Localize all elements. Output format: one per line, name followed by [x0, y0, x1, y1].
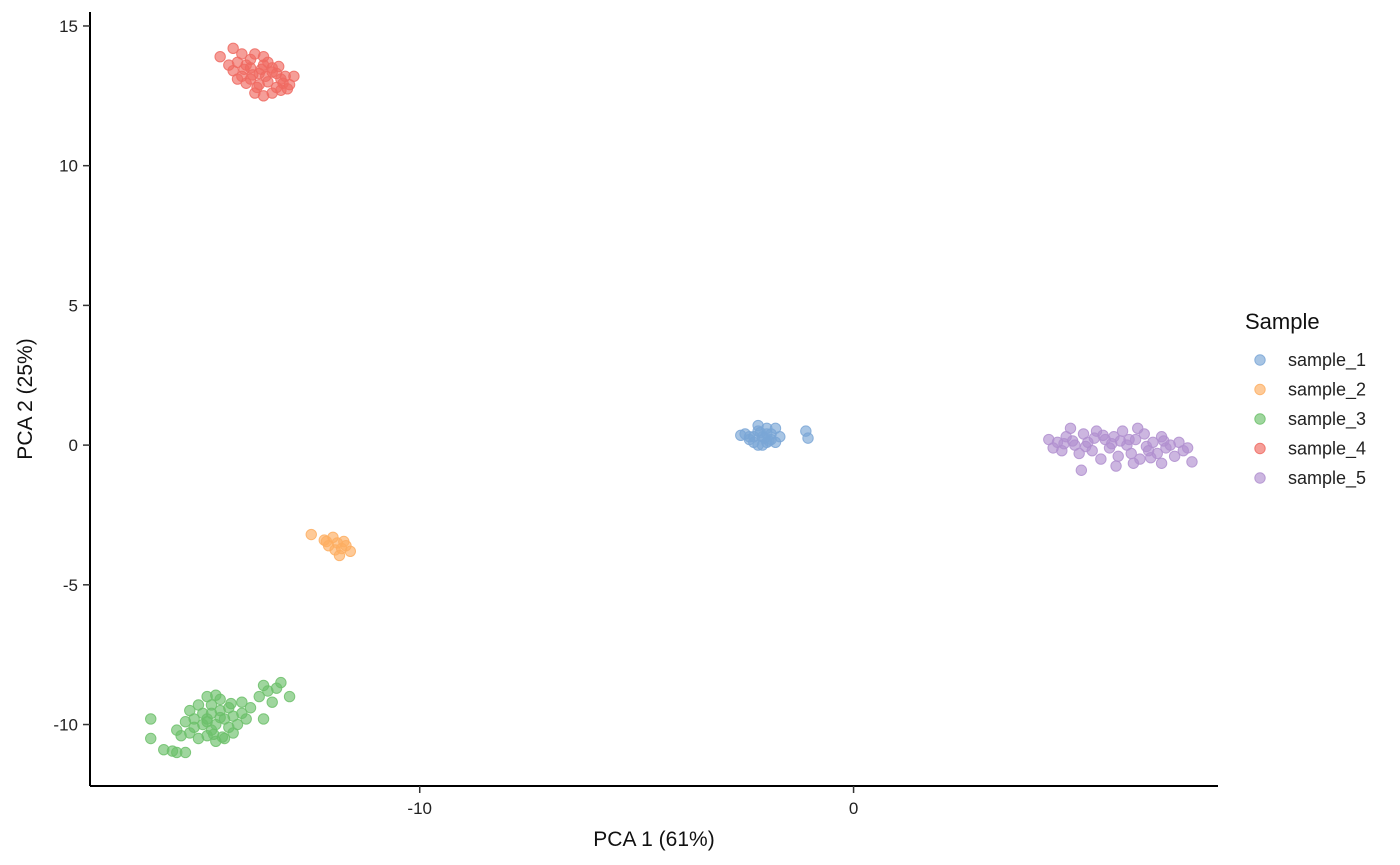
legend-key-sample_3 — [1254, 413, 1266, 425]
data-point-sample_3 — [145, 732, 157, 745]
data-point-sample_5 — [1097, 429, 1109, 442]
y-tick-label: 5 — [69, 296, 78, 315]
y-tick-label: -10 — [53, 716, 78, 735]
data-point-sample_1 — [752, 439, 764, 451]
legend-label-sample_3: sample_3 — [1288, 409, 1366, 430]
series-sample_5 — [1043, 422, 1198, 476]
x-tick-label: 0 — [849, 799, 858, 818]
data-point-sample_4 — [255, 63, 268, 75]
x-axis-title: PCA 1 (61%) — [593, 828, 714, 851]
data-point-sample_4 — [246, 69, 259, 81]
data-point-sample_3 — [179, 746, 192, 759]
data-point-sample_4 — [240, 77, 252, 89]
tick-marks-and-labels: -10 0 -10 -5 0 5 10 15 — [53, 17, 858, 818]
data-point-sample_5 — [1127, 457, 1140, 469]
data-point-sample_5 — [1110, 460, 1122, 472]
series-sample_2 — [305, 528, 357, 562]
data-point-sample_5 — [1186, 456, 1198, 468]
data-point-sample_3 — [283, 690, 296, 703]
y-tick-label: 0 — [69, 436, 78, 455]
data-point-sample_5 — [1158, 435, 1170, 447]
data-point-sample_1 — [735, 429, 747, 442]
data-point-sample_3 — [188, 713, 200, 725]
data-point-sample_2 — [338, 535, 350, 548]
data-point-sample_3 — [197, 718, 209, 731]
y-axis-title: PCA 2 (25%) — [14, 338, 37, 459]
data-point-sample_1 — [802, 432, 814, 444]
data-point-sample_3 — [225, 697, 237, 710]
data-point-sample_4 — [223, 59, 235, 71]
data-point-sample_5 — [1075, 464, 1088, 476]
data-point-sample_5 — [1095, 453, 1107, 465]
data-point-sample_3 — [253, 690, 265, 703]
data-point-sample_5 — [1079, 440, 1092, 453]
legend-key-sample_2 — [1254, 383, 1266, 396]
data-point-sample_5 — [1073, 447, 1085, 460]
data-point-sample_5 — [1112, 450, 1124, 462]
data-point-sample_2 — [329, 544, 341, 556]
data-point-sample_2 — [305, 528, 317, 541]
data-point-sample_5 — [1132, 422, 1144, 435]
data-point-sample_3 — [244, 702, 257, 714]
axes — [89, 12, 1218, 787]
data-point-sample_3 — [257, 713, 270, 725]
data-point-sample_4 — [281, 83, 294, 95]
legend-label-sample_4: sample_4 — [1288, 439, 1366, 460]
data-point-sample_3 — [192, 699, 205, 711]
legend-label-sample_5: sample_5 — [1288, 468, 1366, 489]
series-sample_3 — [145, 676, 296, 759]
data-point-sample_1 — [763, 435, 775, 447]
data-point-sample_4 — [273, 60, 285, 73]
legend-key-sample_4 — [1254, 442, 1266, 455]
data-point-sample_4 — [238, 63, 250, 75]
data-point-sample_4 — [214, 51, 226, 63]
data-point-sample_3 — [145, 713, 157, 725]
data-point-sample_2 — [344, 545, 357, 557]
legend-key-sample_5 — [1254, 472, 1266, 484]
data-point-sample_5 — [1064, 422, 1077, 435]
legend-label-sample_2: sample_2 — [1288, 380, 1366, 401]
y-tick-label: 15 — [59, 17, 78, 36]
data-point-sample_4 — [288, 70, 300, 82]
data-point-sample_4 — [251, 81, 263, 94]
data-point-sample_5 — [1168, 450, 1181, 462]
data-point-sample_3 — [227, 727, 239, 739]
data-point-sample_5 — [1145, 451, 1157, 464]
series-sample_4 — [214, 42, 300, 102]
data-point-sample_2 — [320, 535, 333, 548]
data-point-sample_1 — [754, 426, 766, 439]
x-tick-label: -10 — [407, 799, 432, 818]
data-point-sample_3 — [210, 689, 222, 701]
data-point-sample_3 — [236, 696, 248, 708]
data-point-sample_5 — [1155, 457, 1168, 469]
legend: Sample sample_1 sample_2 sample_3 sample_4s… — [1245, 309, 1366, 489]
y-tick-label: 10 — [59, 157, 78, 176]
legend-key-sample_1 — [1254, 354, 1266, 366]
data-point-sample_5 — [1140, 440, 1153, 453]
data-point-sample_3 — [240, 713, 252, 725]
data-point-sample_5 — [1058, 438, 1070, 450]
data-point-sample_4 — [227, 42, 239, 55]
series-sample_1 — [735, 419, 814, 451]
data-point-sample_5 — [1181, 442, 1194, 454]
data-point-sample_3 — [266, 696, 278, 708]
data-point-sample_5 — [1114, 435, 1127, 447]
legend-label-sample_1: sample_1 — [1288, 350, 1366, 371]
y-tick-label: -5 — [63, 576, 78, 595]
data-point-sample_3 — [275, 676, 287, 689]
data-point-sample_3 — [216, 731, 229, 743]
legend-title: Sample — [1245, 309, 1320, 334]
data-points-layer — [145, 42, 1198, 759]
